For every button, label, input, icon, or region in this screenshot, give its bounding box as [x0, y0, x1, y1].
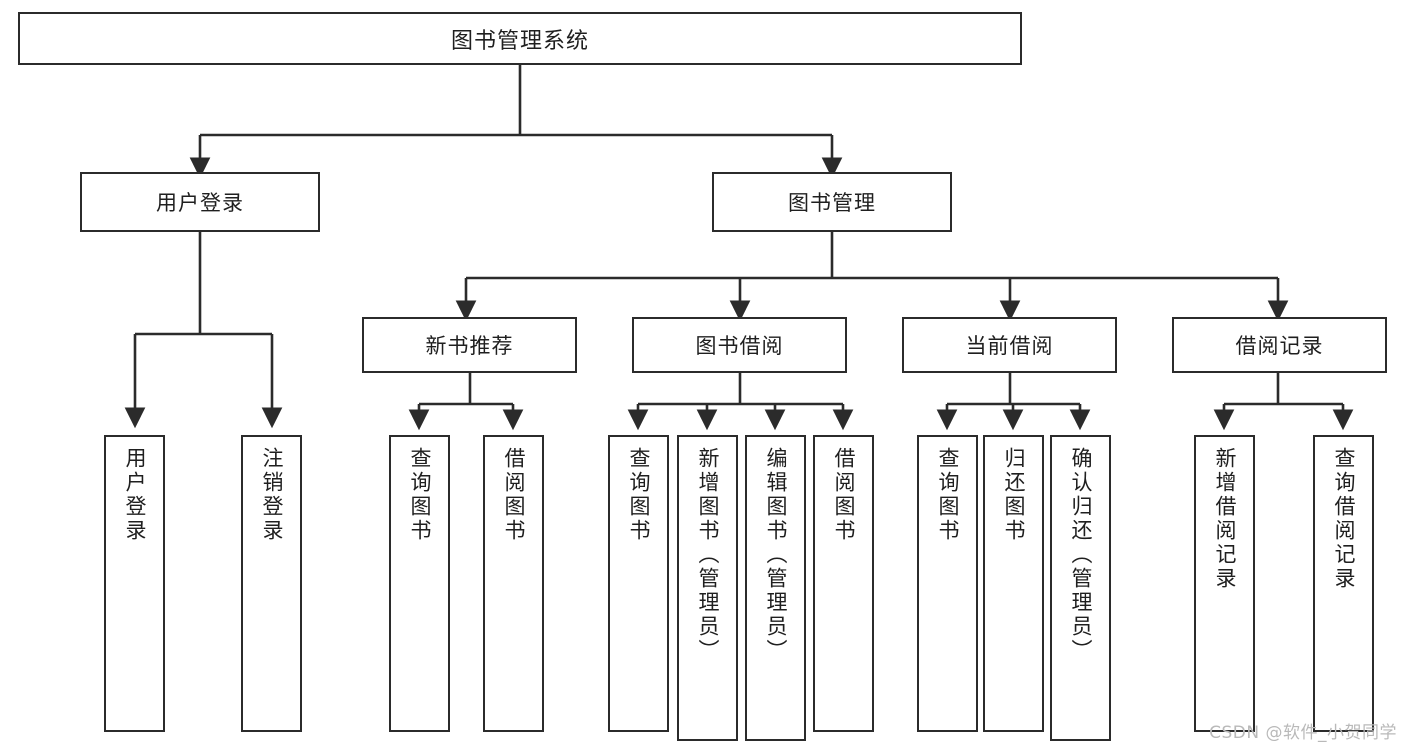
node-label: 查询借阅记录: [1332, 447, 1356, 591]
node-leaf-add-book-admin[interactable]: 新增图书（管理员）: [677, 435, 738, 741]
csdn-watermark: CSDN @软件_小贺同学: [1209, 723, 1397, 743]
node-leaf-confirm-return-admin[interactable]: 确认归还（管理员）: [1050, 435, 1111, 741]
node-label: 图书借阅: [695, 334, 784, 358]
node-label: 图书管理: [788, 191, 876, 215]
node-label: 新增图书（管理员）: [696, 447, 720, 663]
node-label: 新书推荐: [425, 334, 514, 358]
node-label: 查询图书: [936, 447, 960, 543]
node-root-system[interactable]: 图书管理系统: [18, 12, 1022, 65]
node-new-book-recommend[interactable]: 新书推荐: [362, 317, 577, 373]
node-leaf-user-logout[interactable]: 注销登录: [241, 435, 302, 732]
node-label: 新增借阅记录: [1213, 447, 1237, 591]
node-label: 确认归还（管理员）: [1069, 447, 1093, 663]
node-leaf-user-login[interactable]: 用户登录: [104, 435, 165, 732]
node-current-borrow[interactable]: 当前借阅: [902, 317, 1117, 373]
node-label: 当前借阅: [965, 334, 1054, 358]
node-leaf-query-book-current[interactable]: 查询图书: [917, 435, 978, 732]
node-label: 借阅图书: [502, 447, 526, 543]
node-label: 借阅图书: [832, 447, 856, 543]
node-label: 查询图书: [627, 447, 651, 543]
node-label: 用户登录: [156, 191, 244, 215]
node-label: 用户登录: [123, 447, 147, 543]
node-leaf-query-book-borrow[interactable]: 查询图书: [608, 435, 669, 732]
node-borrow-record[interactable]: 借阅记录: [1172, 317, 1387, 373]
node-leaf-return-book[interactable]: 归还图书: [983, 435, 1044, 732]
node-book-borrow[interactable]: 图书借阅: [632, 317, 847, 373]
node-user-login[interactable]: 用户登录: [80, 172, 320, 232]
node-label: 归还图书: [1002, 447, 1026, 543]
node-label: 借阅记录: [1235, 334, 1324, 358]
node-leaf-query-borrow-record[interactable]: 查询借阅记录: [1313, 435, 1374, 732]
node-leaf-borrow-book-rec[interactable]: 借阅图书: [483, 435, 544, 732]
node-label: 注销登录: [260, 447, 284, 543]
node-leaf-add-borrow-record[interactable]: 新增借阅记录: [1194, 435, 1255, 732]
node-leaf-edit-book-admin[interactable]: 编辑图书（管理员）: [745, 435, 806, 741]
node-label: 查询图书: [408, 447, 432, 543]
node-label: 编辑图书（管理员）: [764, 447, 788, 663]
node-leaf-query-book-rec[interactable]: 查询图书: [389, 435, 450, 732]
node-label: 图书管理系统: [450, 28, 589, 54]
node-leaf-borrow-book[interactable]: 借阅图书: [813, 435, 874, 732]
node-book-management[interactable]: 图书管理: [712, 172, 952, 232]
